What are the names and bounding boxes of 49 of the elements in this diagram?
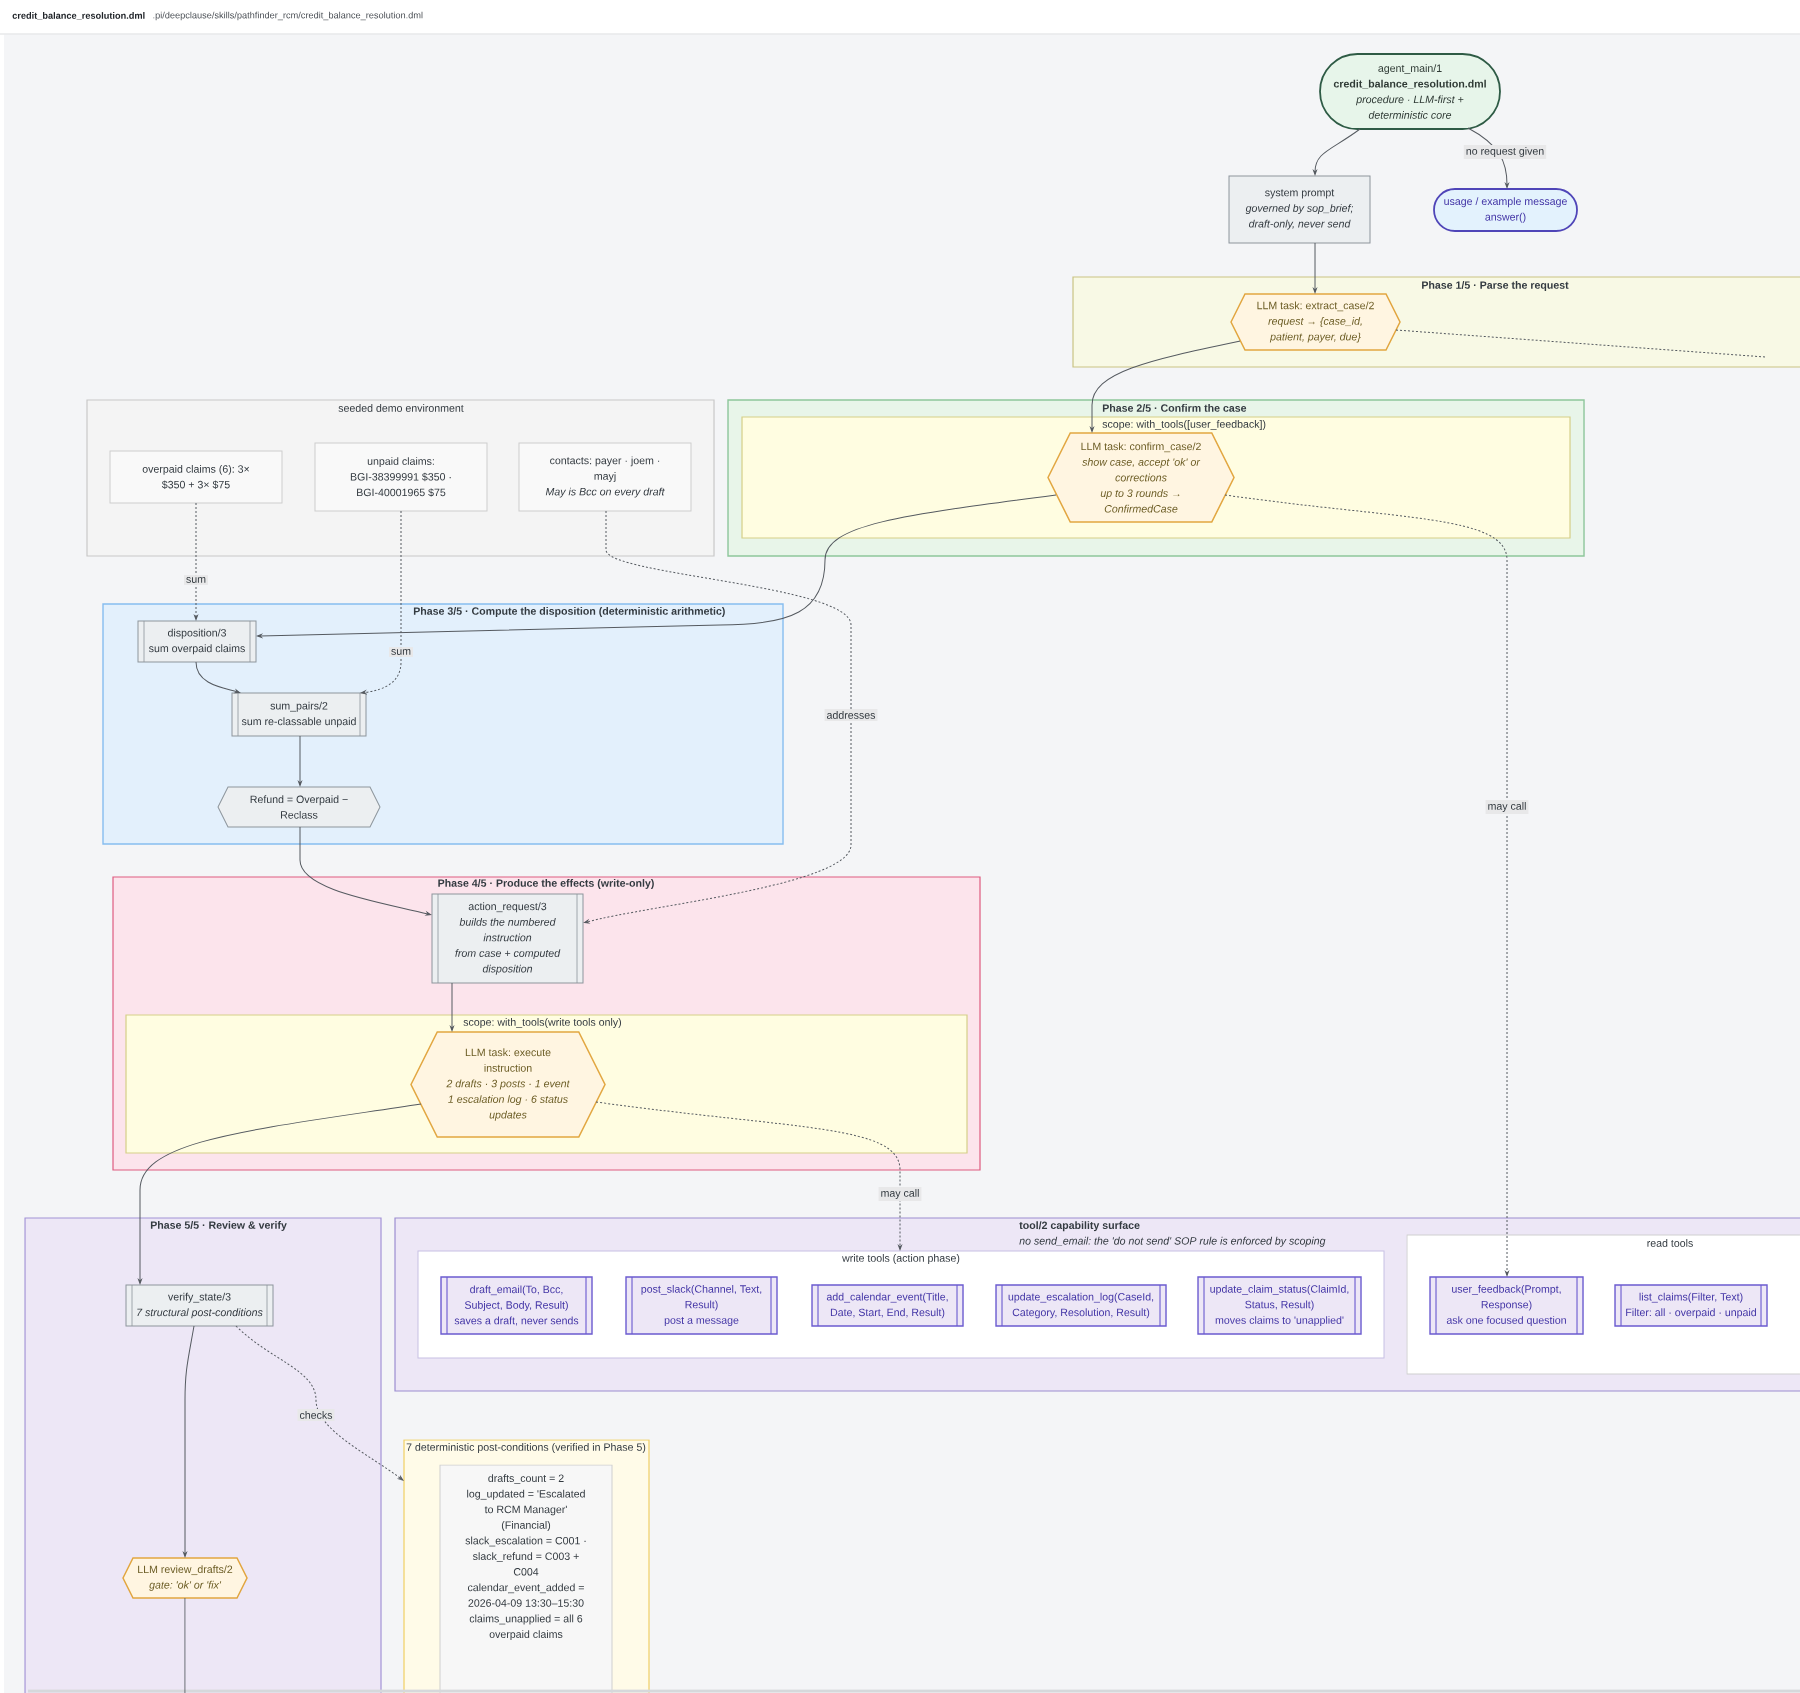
connector-line (184, 1597, 186, 1693)
edge-label: sum (389, 647, 413, 657)
subroutine-box: post_slack(Channel, Text, Result) post a message (625, 1276, 778, 1335)
pill-node: usage / example message answer() (1433, 188, 1578, 232)
edge-label: may call (1485, 800, 1529, 814)
subroutine-box: action_request/3 builds the numbered instruction from case + computed disposition (431, 893, 584, 984)
arrow (257, 494, 1057, 638)
connector-line (1395, 329, 1766, 358)
subroutine-box: user_feedback(Prompt, Response) ask one focused question (1429, 1276, 1584, 1335)
subroutine-box: draft_email(To, Bcc, Subject, Body, Result) saves a draft, never sends (440, 1276, 593, 1335)
arrow (138, 1103, 422, 1284)
arrow (1224, 494, 1509, 1276)
process-box: unpaid claims: BGI-38399991 $350 · BGI-40001965 $75 (314, 442, 488, 512)
arrow (183, 1325, 195, 1557)
subroutine-box: sum_pairs/2 sum re-classable unpaid (231, 692, 367, 737)
file-title: credit_balance_resolution.dml (12, 12, 145, 20)
subroutine-box: disposition/3 sum overpaid claims (137, 620, 257, 663)
subroutine-box: list_claims(Filter, Text) Filter: all · overpaid · unpaid (1614, 1284, 1768, 1327)
process-box: overpaid claims (6): 3× $350 + 3× $75 (109, 450, 283, 504)
process-box: contacts: payer · joem · mayj May is Bcc on every draft (518, 442, 692, 512)
pill-node: agent_main/1 credit_balance_resolution.dml procedure · LLM-first + deterministic core (1319, 53, 1501, 130)
edge-label: sum (184, 575, 208, 585)
arrow (450, 982, 454, 1031)
arrow (361, 510, 402, 695)
edge-label: addresses (824, 709, 878, 721)
arrow (194, 502, 198, 620)
arrow (1313, 242, 1317, 293)
edge-label: may call (878, 1187, 922, 1201)
arrow (298, 735, 302, 786)
arrow (1090, 340, 1241, 432)
hexagon-node: LLM review_drafts/2 gate: 'ok' or 'fix' (122, 1557, 248, 1599)
file-path: .pi/deepclause/skills/pathfinder_rcm/credit_balance_resolution.dml (153, 11, 423, 21)
arrow (235, 1325, 404, 1481)
subroutine-box: add_calendar_event(Title, Date, Start, End, Result) (811, 1284, 964, 1327)
subroutine-box: update_escalation_log(CaseId, Category, Resolution, Result) (995, 1284, 1167, 1327)
arrow (195, 661, 241, 694)
edge-label: checks (297, 1409, 335, 1421)
arrow (299, 826, 432, 916)
edge-label: no request given (1463, 145, 1547, 159)
hexagon-node: LLM task: extract_case/2 request → {case_id, patient, payer, due} (1230, 293, 1401, 351)
arrow (595, 1101, 902, 1250)
hexagon-node: Refund = Overpaid − Reclass (217, 786, 381, 828)
arrow (583, 510, 852, 924)
note-box: drafts_count = 2 log_updated = 'Escalated to RCM Manager' (Financial) slack_escalation = C001 · slack_refund = C003 + C004 calendar_event_added = 2026-04-09 13:30–15:30 claims_unapplied = all 6 overpaid claims (439, 1464, 613, 1693)
arrow (1313, 128, 1361, 175)
subroutine-box: update_claim_status(ClaimId, Status, Result) moves claims to 'unapplied' (1197, 1276, 1362, 1335)
hexagon-node: LLM task: execute instruction 2 drafts · 3 posts · 1 event 1 escalation log · 6 status updates (410, 1031, 606, 1138)
subroutine-box: verify_state/3 7 structural post-conditions (125, 1284, 274, 1327)
process-box: system prompt governed by sop_brief; draft-only, never send (1228, 175, 1371, 244)
